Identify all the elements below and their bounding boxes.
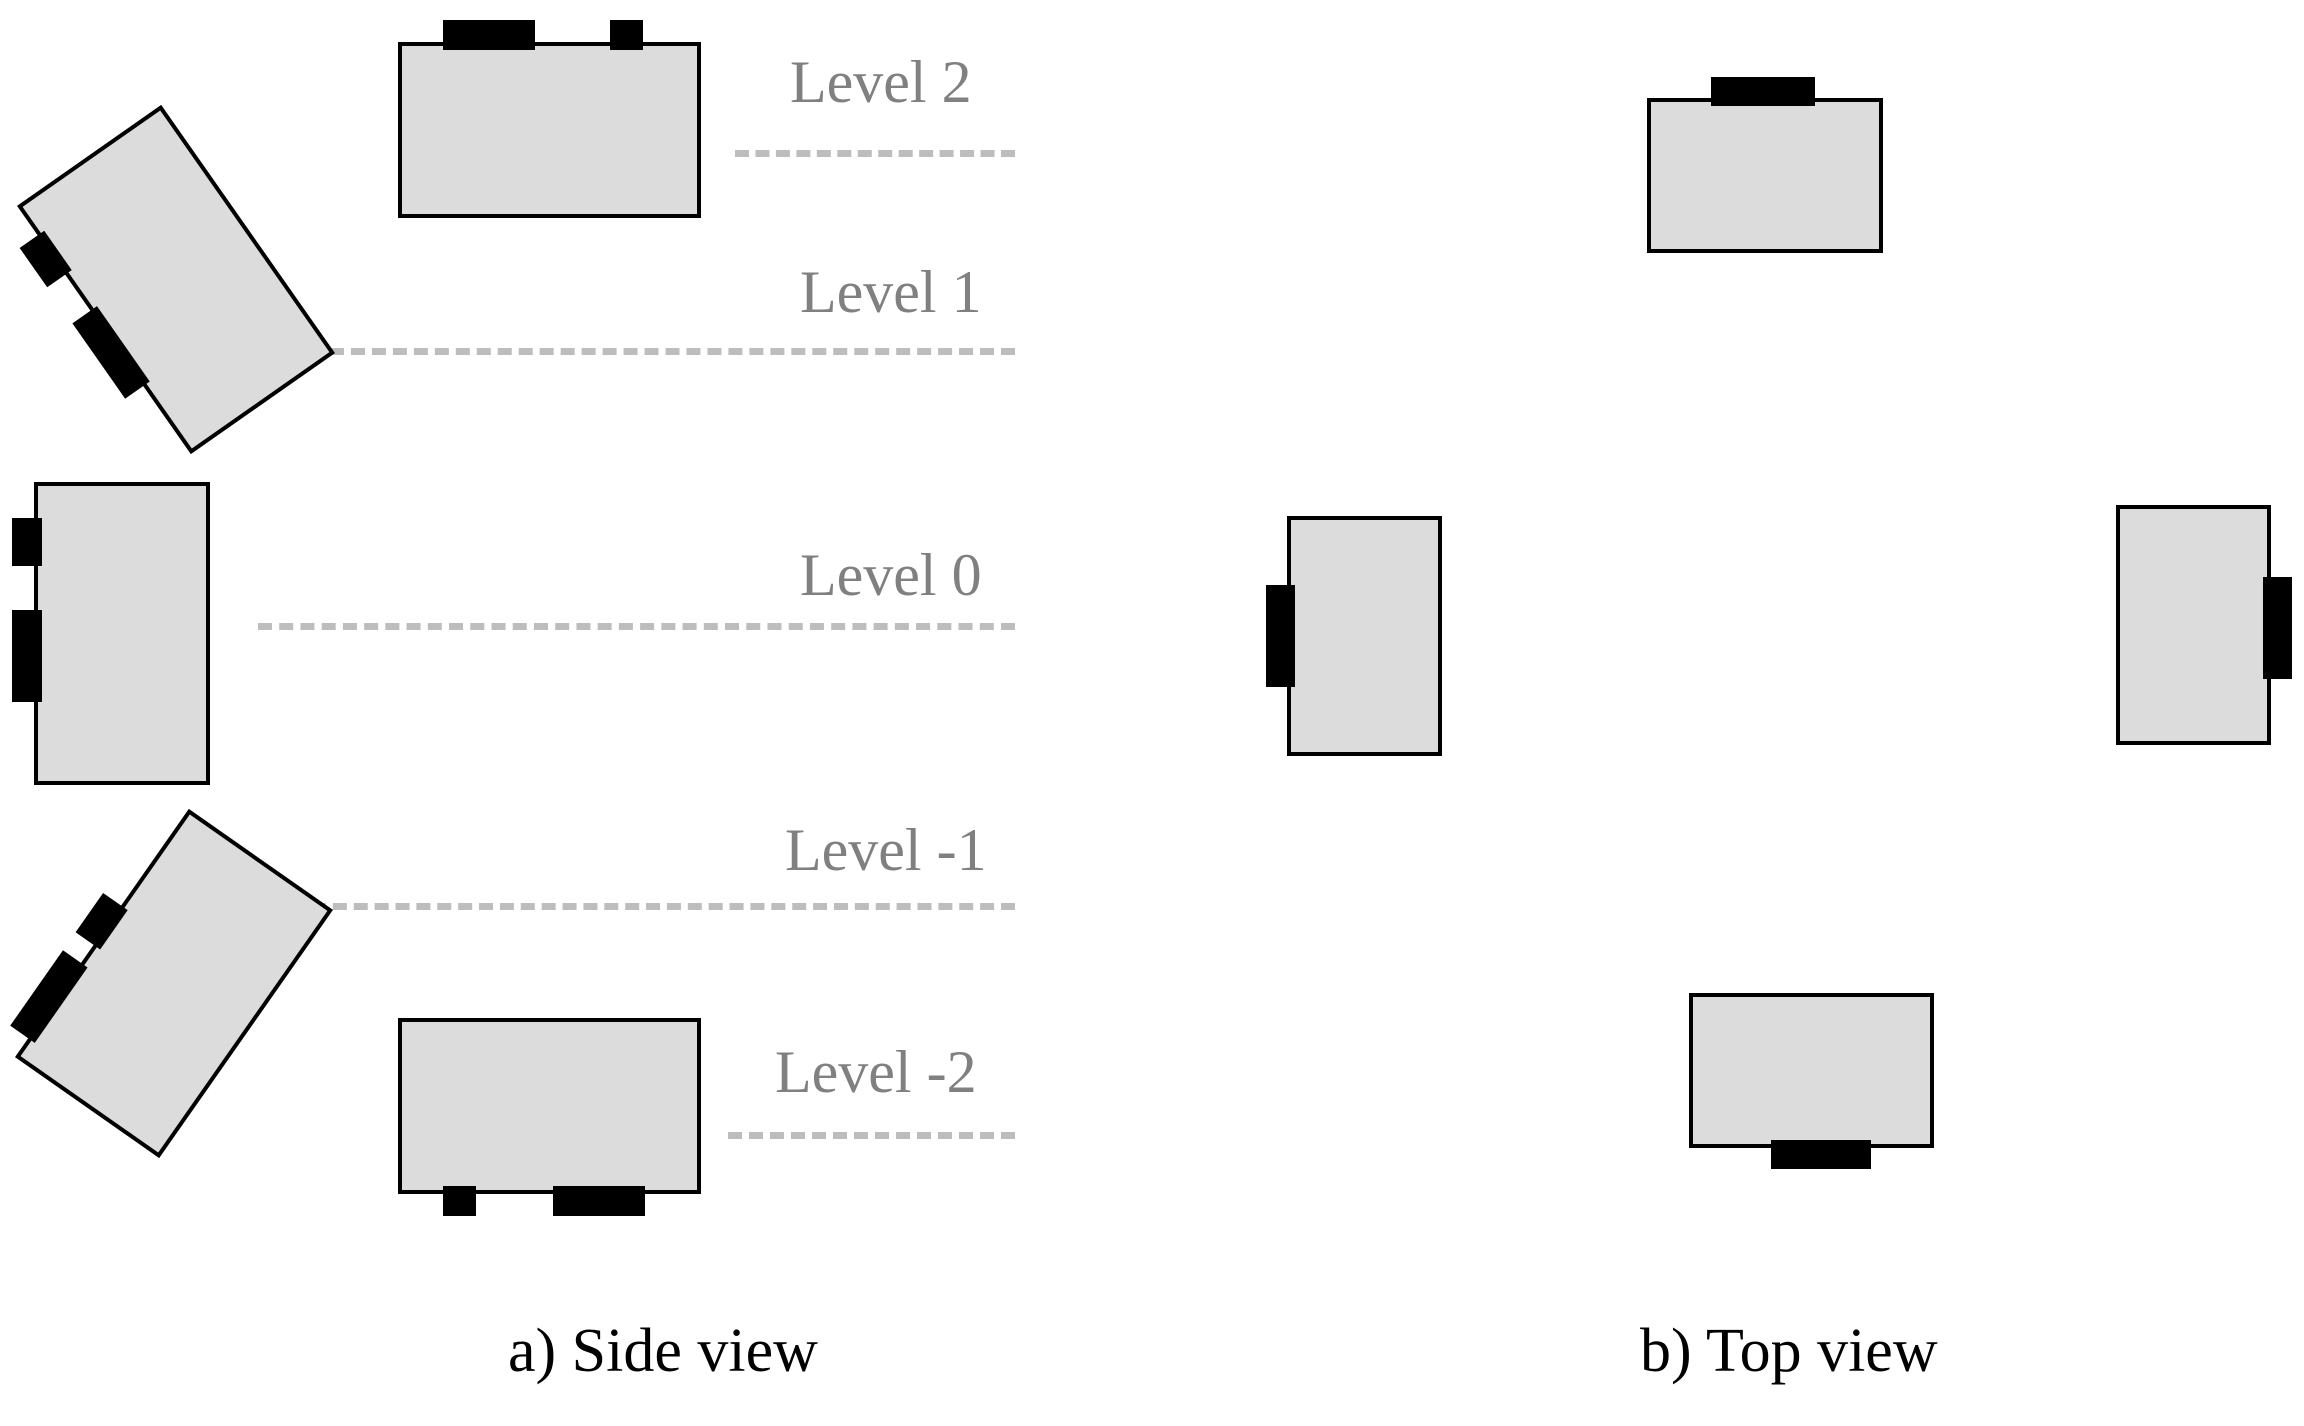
caption-side-view: a) Side view — [508, 1317, 818, 1385]
panel-left-group — [1266, 516, 1442, 756]
panel-top-group — [1647, 77, 1883, 253]
panel-top-bar-wide — [1711, 77, 1815, 106]
level-label-4: Level -2 — [775, 1039, 977, 1105]
panel-right-group — [2116, 505, 2292, 745]
level-guide-line-1 — [330, 348, 1015, 355]
panel-level-minus-1-group — [10, 808, 333, 1159]
panel-level-minus-2 — [398, 1018, 701, 1194]
level-label-0: Level 2 — [790, 49, 972, 115]
panel-right-bar-wide — [2263, 577, 2292, 679]
panel-level-1-group — [17, 104, 335, 455]
panel-level-2-bar-wide — [443, 20, 535, 50]
level-guide-line-4 — [728, 1132, 1015, 1139]
panel-left — [1287, 516, 1442, 756]
level-label-2: Level 0 — [800, 542, 982, 608]
panel-bottom-bar-wide — [1771, 1140, 1871, 1169]
panel-level-0-bar-narrow — [12, 518, 42, 566]
panel-level-2-bar-narrow — [610, 20, 643, 50]
level-guide-line-3 — [312, 903, 1015, 910]
level-label-3: Level -1 — [785, 817, 987, 883]
level-guide-line-2 — [258, 623, 1015, 630]
panel-left-bar-wide — [1266, 585, 1295, 687]
panel-level-0-group — [12, 482, 210, 785]
panel-level-minus-2-group — [398, 1018, 701, 1216]
panel-bottom-group — [1689, 993, 1934, 1169]
panel-level-0 — [34, 482, 210, 785]
panel-top — [1647, 98, 1883, 253]
panel-bottom — [1689, 993, 1934, 1148]
panel-level-minus-2-bar-wide — [553, 1186, 645, 1216]
panel-level-1 — [17, 104, 335, 455]
panel-level-0-bar-wide — [12, 610, 42, 702]
level-label-1: Level 1 — [800, 259, 982, 325]
level-guide-line-0 — [735, 150, 1015, 157]
panel-level-2 — [398, 42, 701, 218]
panel-level-minus-2-bar-narrow — [443, 1186, 476, 1216]
panel-right — [2116, 505, 2271, 745]
caption-top-view: b) Top view — [1640, 1317, 1938, 1385]
panel-level-2-group — [398, 20, 701, 218]
